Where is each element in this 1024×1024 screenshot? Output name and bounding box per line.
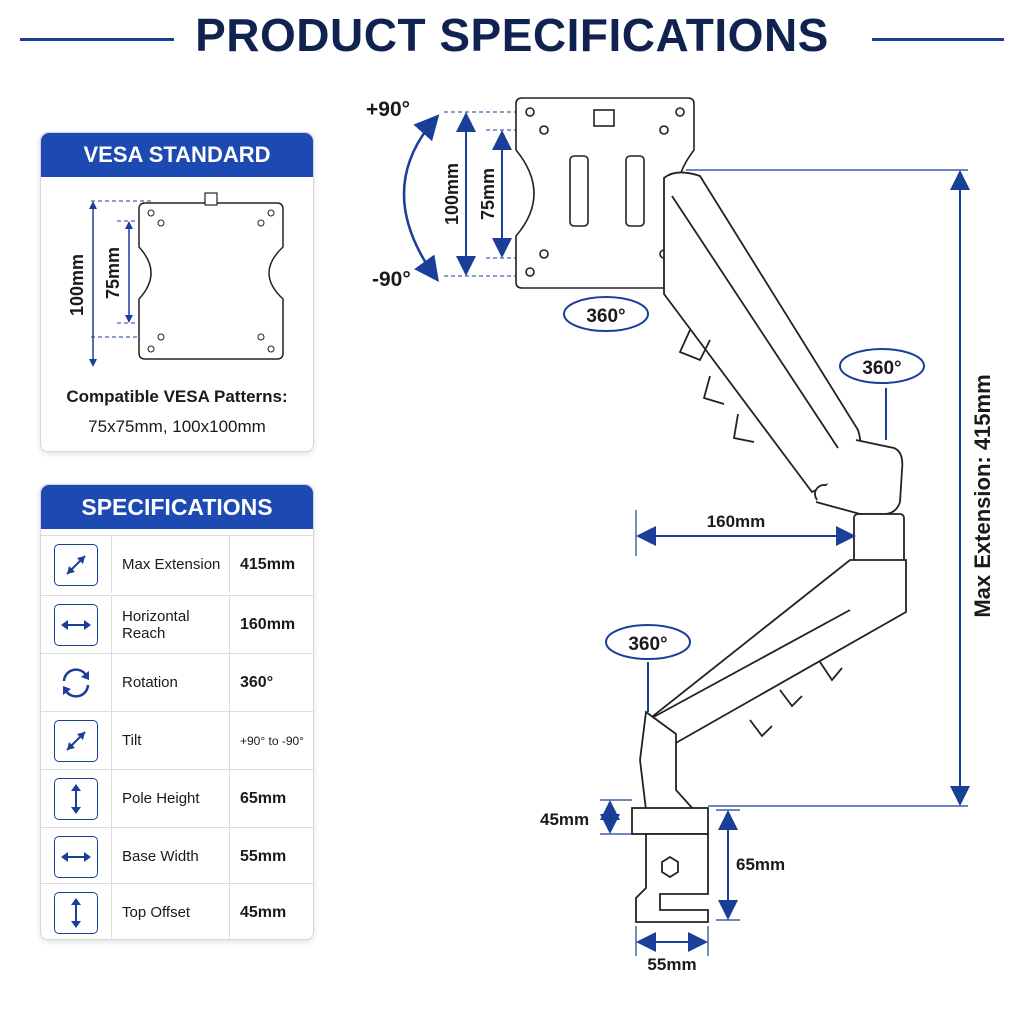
spec-label: Pole Height xyxy=(112,770,230,827)
spec-label: Horizontal Reach xyxy=(112,596,230,653)
tilt-down-label: -90° xyxy=(372,268,411,291)
spec-row-horizontal-reach: Horizontal Reach 160mm xyxy=(41,595,313,653)
spec-card-header: SPECIFICATIONS xyxy=(41,485,313,529)
max-extension-label: Max Extension: 415mm xyxy=(970,374,995,617)
diagonal-arrow-icon xyxy=(54,719,98,762)
rotation-marker-base xyxy=(605,624,691,712)
spec-row-rotation: Rotation 360° xyxy=(41,653,313,711)
lower-arm xyxy=(639,513,907,811)
vertical-arrow-icon xyxy=(54,777,98,820)
vesa-compatible-values: 75x75mm, 100x100mm xyxy=(88,417,266,436)
vertical-arrow-icon xyxy=(54,891,98,934)
spec-label: Top Offset xyxy=(112,884,230,939)
top-offset-label: 45mm xyxy=(540,810,589,829)
vesa-card-header: VESA STANDARD xyxy=(41,133,313,177)
diagonal-arrow-icon xyxy=(54,543,98,586)
upper-arm xyxy=(663,171,904,515)
specifications-card: SPECIFICATIONS Max Extension 415mm Horiz… xyxy=(40,484,314,940)
reach-label: 160mm xyxy=(707,512,766,531)
spec-value: +90° to -90° xyxy=(240,733,304,748)
plate-outer-label: 100mm xyxy=(442,163,462,225)
base-width-label: 55mm xyxy=(647,955,696,974)
vesa-dim-outer-label: 100mm xyxy=(67,254,87,316)
desk-clamp xyxy=(631,807,709,923)
rotation-icon xyxy=(55,663,97,703)
horizontal-arrow-icon xyxy=(54,603,98,646)
spec-value: 415mm xyxy=(240,555,296,573)
spec-value: 360° xyxy=(240,673,274,691)
rotation-marker-plate xyxy=(563,296,649,332)
spec-value: 45mm xyxy=(240,903,287,921)
title-rule-right xyxy=(872,38,1004,41)
pole-height-label: 65mm xyxy=(736,855,785,874)
vesa-plate-diagram: 100mm 75mm xyxy=(67,192,284,367)
spec-row-base-width: Base Width 55mm xyxy=(41,827,313,885)
spec-row-max-extension: Max Extension 415mm xyxy=(41,535,313,593)
horizontal-arrow-icon xyxy=(54,835,98,878)
spec-value: 65mm xyxy=(240,789,287,807)
vesa-standard-card: VESA STANDARD 100mm 75mm Compatible VESA… xyxy=(40,132,314,452)
rotation-marker-elbow xyxy=(839,348,925,440)
title-rule-left xyxy=(20,38,174,41)
rotation-elbow-label: 360° xyxy=(862,358,901,379)
spec-label: Rotation xyxy=(112,654,230,711)
page-title: PRODUCT SPECIFICATIONS xyxy=(195,9,829,61)
spec-row-top-offset: Top Offset 45mm xyxy=(41,883,313,939)
tilt-arc xyxy=(402,114,440,283)
vesa-compatible-title: Compatible VESA Patterns: xyxy=(66,387,288,406)
spec-value: 160mm xyxy=(240,615,296,633)
spec-value: 55mm xyxy=(240,847,287,865)
plate-inner-label: 75mm xyxy=(478,168,498,220)
spec-row-tilt: Tilt +90° to -90° xyxy=(41,711,313,769)
vesa-dim-inner-label: 75mm xyxy=(103,247,123,299)
rotation-plate-label: 360° xyxy=(586,306,625,327)
spec-label: Base Width xyxy=(112,828,230,885)
spec-row-pole-height: Pole Height 65mm xyxy=(41,769,313,827)
spec-label: Max Extension xyxy=(112,536,230,593)
rotation-base-label: 360° xyxy=(628,634,667,655)
tilt-up-label: +90° xyxy=(366,98,410,121)
spec-label: Tilt xyxy=(112,712,230,769)
